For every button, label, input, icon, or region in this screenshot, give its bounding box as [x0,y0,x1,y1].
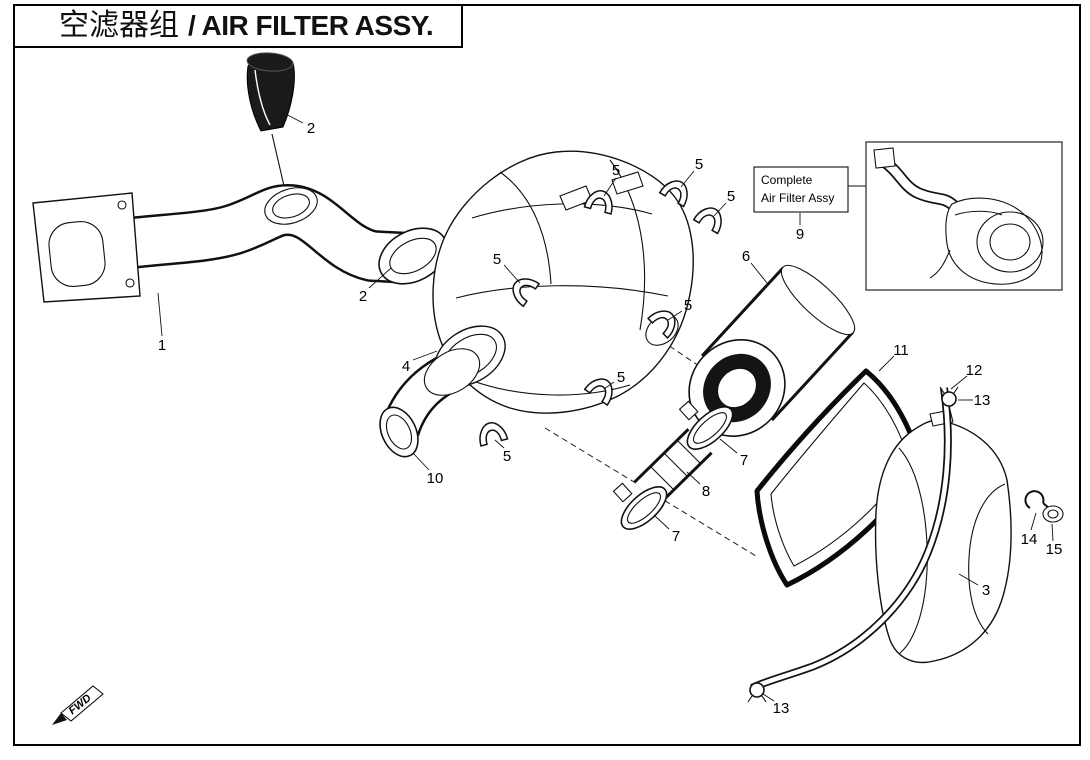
callout-part-5c: 5 [727,188,735,205]
page-border [13,4,1081,746]
callout-part-5b: 5 [695,156,703,173]
callout-part-13b: 13 [773,700,790,717]
part-7-clamp-lower [612,482,668,530]
part-12-drain-hose [750,387,952,692]
part-7-clamp-upper [678,400,734,450]
callout-part-12: 12 [966,362,983,379]
part-15-ring [1042,505,1064,523]
callout-part-8: 8 [702,483,710,500]
inset-label-line1: Complete [761,173,813,187]
callout-part-7a: 7 [740,452,748,469]
callout-part-13a: 13 [974,392,991,409]
part-14-clamp [1024,490,1051,510]
callout-part-14: 14 [1021,531,1038,548]
part-8-hose [633,428,713,507]
callout-part-2b: 2 [359,288,367,305]
callouts: 1 2 2 4 5 5 5 5 5 5 5 6 7 7 8 9 10 11 12… [158,120,1063,717]
fwd-arrow-icon [52,713,67,725]
callout-part-5f: 5 [617,369,625,386]
callout-part-5d: 5 [493,251,501,268]
part-2-sleeve-top [246,52,295,132]
inset-label-box: Complete Air Filter Assy [753,166,866,213]
callout-part-4: 4 [402,358,410,375]
callout-part-5g: 5 [503,448,511,465]
part-4-airbox [423,150,694,414]
fwd-indicator: FWD [52,685,104,725]
inset-label-line2: Air Filter Assy [761,191,834,205]
page-title-english: / AIR FILTER ASSY. [188,10,434,41]
callout-part-2a: 2 [307,120,315,137]
callout-part-5a: 5 [612,162,620,179]
part-13-clip-lower [747,682,767,703]
part-6-filter-element [688,264,856,437]
callout-part-1: 1 [158,337,166,354]
part-1-intake-duct [32,184,412,303]
callout-part-15: 15 [1046,541,1063,558]
callout-leader-lines [157,110,1054,702]
callout-part-9: 9 [796,226,804,243]
part-13-clip-upper [939,386,959,407]
part-3-cover [874,409,1012,664]
callout-part-6: 6 [742,248,750,265]
part-2-sleeve-ring [378,227,448,285]
callout-part-5e: 5 [684,297,692,314]
title-block: 空滤器组 / AIR FILTER ASSY. [13,4,463,48]
callout-part-10: 10 [427,470,444,487]
inset-complete-assembly [865,141,1063,291]
callout-part-3: 3 [982,582,990,599]
callout-part-7b: 7 [672,528,680,545]
callout-part-11: 11 [893,342,909,359]
page-title-chinese: 空滤器组 [59,8,179,43]
